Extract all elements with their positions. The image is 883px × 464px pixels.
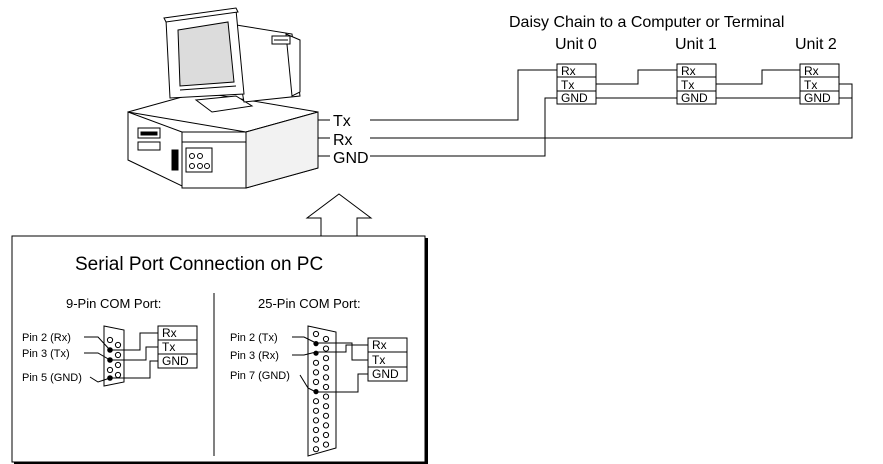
twentyfive-pin-terminal: Rx Tx GND <box>367 337 408 382</box>
db25-pin <box>312 369 320 376</box>
nine-pin-terminal-gnd: GND <box>162 354 189 368</box>
nine-pin-terminal-rx: Rx <box>162 326 177 340</box>
db25-pin <box>322 393 330 400</box>
nine-pin-label-pin5: Pin 5 (GND) <box>22 372 82 384</box>
unit-2-label: Unit 2 <box>795 36 837 53</box>
db25-pin <box>322 441 330 448</box>
db25-pin <box>312 426 320 434</box>
db25-pin <box>312 359 320 366</box>
db25-connector-icon <box>307 325 337 457</box>
db25-pin <box>322 345 330 352</box>
daisy-chain-wires <box>370 69 853 157</box>
unit-1-pin-tx: Tx <box>681 78 694 92</box>
nine-pin-label-pin3: Pin 3 (Tx) <box>22 348 70 360</box>
db25-pin <box>322 431 330 439</box>
db25-pin <box>322 355 330 362</box>
db25-pin <box>322 422 330 429</box>
nine-pin-terminal-tx: Tx <box>162 340 175 354</box>
db25-pin <box>312 436 320 443</box>
nine-pin-leaders <box>84 336 111 383</box>
nine-pin-title: 9-Pin COM Port: <box>66 296 161 311</box>
unit-0-label: Unit 0 <box>555 36 597 53</box>
unit-0-pin-tx: Tx <box>561 78 574 92</box>
computer-port-gnd: GND <box>333 150 369 167</box>
unit-2-terminal: Rx Tx GND <box>799 63 840 105</box>
twentyfive-pin-wires <box>316 342 368 393</box>
serial-port-panel: Serial Port Connection on PC 9-Pin COM P… <box>11 235 428 464</box>
computer-port-tx: Tx <box>333 113 351 130</box>
nine-pin-wires <box>110 332 158 379</box>
twentyfive-pin-title: 25-Pin COM Port: <box>258 296 361 311</box>
twentyfive-pin-terminal-tx: Tx <box>372 353 385 367</box>
db25-pin <box>312 330 320 338</box>
unit-0-pin-rx: Rx <box>561 64 576 78</box>
computer-port-leads <box>318 119 330 157</box>
serial-panel-title: Serial Port Connection on PC <box>75 254 323 275</box>
db25-pin <box>312 398 320 405</box>
db25-pin <box>312 407 320 414</box>
nine-pin-label-pin2: Pin 2 (Rx) <box>22 332 71 344</box>
db25-pin <box>322 383 330 391</box>
twentyfive-pin-label-pin7: Pin 7 (GND) <box>230 370 290 382</box>
up-arrow-icon <box>305 193 373 239</box>
db25-pin <box>312 446 320 453</box>
twentyfive-pin-label-pin2: Pin 2 (Tx) <box>230 332 278 344</box>
db9-connector-icon <box>103 325 125 387</box>
db25-pin <box>322 335 330 343</box>
computer-ports: Tx Rx GND <box>333 113 369 167</box>
desktop-computer-icon <box>127 7 319 189</box>
db25-pin <box>322 412 330 419</box>
unit-0-pin-gnd: GND <box>561 91 588 105</box>
unit-2-pin-rx: Rx <box>804 64 819 78</box>
unit-2-pin-gnd: GND <box>804 91 831 105</box>
twentyfive-pin-label-pin3: Pin 3 (Rx) <box>230 350 279 362</box>
unit-0-terminal: Rx Tx GND <box>556 63 597 105</box>
db25-pin <box>322 403 330 410</box>
unit-1-pin-rx: Rx <box>681 64 696 78</box>
db25-pin <box>312 417 320 424</box>
db25-pin <box>322 374 330 381</box>
twentyfive-pin-leaders <box>292 336 317 393</box>
twentyfive-pin-terminal-rx: Rx <box>372 338 387 352</box>
daisy-chain-title: Daisy Chain to a Computer or Terminal <box>509 14 784 31</box>
nine-pin-terminal: Rx Tx GND <box>157 325 198 369</box>
db25-pin <box>313 350 319 356</box>
db25-pin <box>322 364 330 371</box>
unit-1-pin-gnd: GND <box>681 91 708 105</box>
unit-1-terminal: Rx Tx GND <box>676 63 717 105</box>
db25-pin <box>312 378 320 386</box>
unit-2-pin-tx: Tx <box>804 78 817 92</box>
computer-port-rx: Rx <box>333 132 353 149</box>
twentyfive-pin-terminal-gnd: GND <box>372 367 399 381</box>
unit-1-label: Unit 1 <box>675 36 717 53</box>
